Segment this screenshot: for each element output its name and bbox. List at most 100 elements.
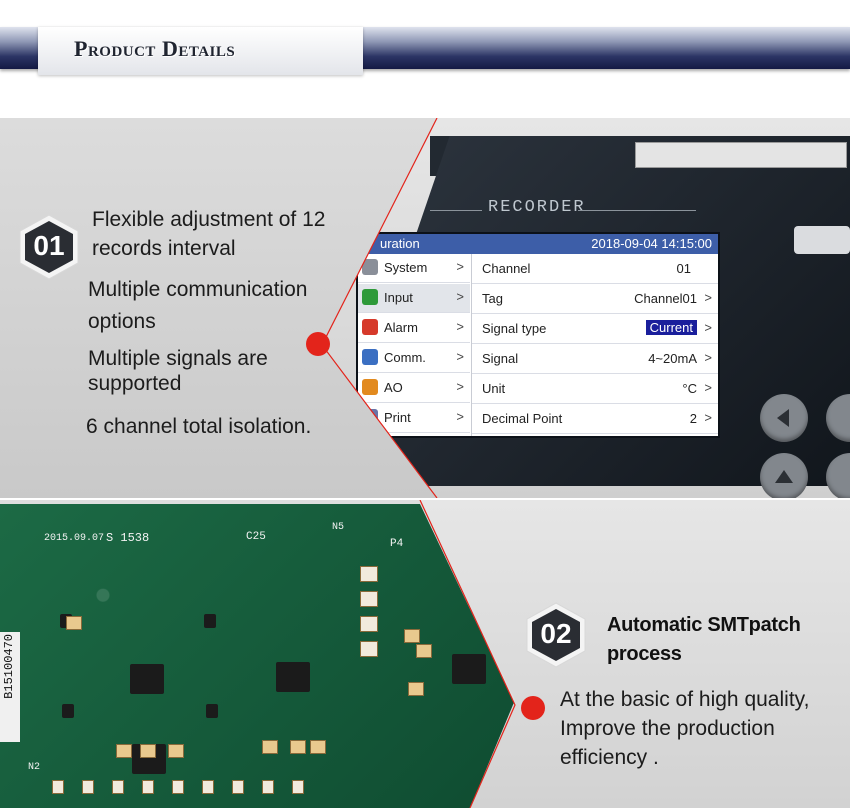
menu-item: Comm. >: [358, 344, 470, 373]
smt-heading-line-2: process: [607, 643, 682, 665]
pcb-component: [232, 780, 244, 794]
recorder-screen: uration 2018-09-04 14:15:00 System>Input…: [356, 232, 720, 438]
chevron-right-icon: >: [704, 380, 712, 395]
setting-key: Signal: [482, 351, 519, 366]
chevron-right-icon: >: [456, 409, 464, 424]
pcb-chip: [276, 662, 310, 692]
silk-s-mark: S 1538: [106, 531, 150, 545]
setting-row: Signal type Current >: [472, 314, 718, 344]
pcb-chip: [452, 654, 486, 684]
setting-key: Unit: [482, 381, 506, 396]
setting-value: °C: [682, 381, 697, 396]
red-dot-icon: [521, 696, 545, 720]
banner-title: Product Details: [74, 36, 236, 61]
setting-key: Decimal Point: [482, 411, 563, 426]
setting-value: Channel01: [634, 291, 697, 306]
print-icon: [362, 409, 378, 425]
banner-tab: Product Details: [38, 27, 363, 75]
menu-item: System >: [358, 254, 470, 283]
menu-item-label: Input: [384, 290, 413, 305]
pcb-component: [360, 641, 378, 657]
setting-key: Signal type: [482, 321, 547, 336]
feature-line-7: 6 channel total isolation.: [86, 415, 312, 438]
system-icon: [362, 259, 378, 275]
menu-item: Input >: [358, 284, 470, 313]
pcb-component: [52, 780, 64, 794]
chevron-right-icon: >: [456, 379, 464, 394]
chevron-right-icon: >: [456, 259, 464, 274]
ao-icon: [362, 379, 378, 395]
silk-n5: N5: [332, 522, 345, 533]
screen-title: uration: [380, 236, 420, 251]
pcb-component: [360, 591, 378, 607]
badge-01-number: 01: [33, 230, 65, 261]
pcb-component: [168, 744, 184, 758]
recorder-line-right: [578, 210, 696, 211]
smt-line-1: At the basic of high quality,: [560, 688, 810, 711]
silk-c25: C25: [246, 531, 266, 543]
pcb-component: [82, 780, 94, 794]
recorder-label: RECORDER: [488, 198, 586, 217]
pcb-component: [262, 780, 274, 794]
badge-02: 02: [523, 602, 589, 668]
chevron-right-icon: >: [456, 289, 464, 304]
menu-item: Alarm>: [358, 314, 470, 343]
menu-item-label: Print: [384, 410, 411, 425]
pcb-component: [360, 616, 378, 632]
pcb-chip: [204, 614, 216, 628]
input-icon: [362, 289, 378, 305]
setting-value: 2: [689, 411, 697, 426]
pcb-component: [172, 780, 184, 794]
pcb-component: [292, 780, 304, 794]
hexagon-badge-icon: [19, 214, 79, 280]
chevron-right-icon: >: [704, 410, 712, 425]
feature-line-6: supported: [88, 372, 182, 395]
silk-p4: P4: [390, 538, 404, 550]
pcb-chip: [206, 704, 218, 718]
chevron-right-icon: >: [456, 349, 464, 364]
pcb-component: [360, 566, 378, 582]
menu-item-label: Alarm: [384, 320, 418, 335]
chevron-right-icon: >: [704, 320, 712, 335]
feature-line-4: options: [88, 310, 156, 333]
key-up-arrow: [760, 453, 808, 498]
setting-value: Current: [645, 320, 697, 335]
pcb-component: [116, 744, 132, 758]
pcb-component: [416, 644, 432, 658]
section2-divider-line: [419, 500, 545, 808]
pcb-component: [66, 616, 82, 630]
menu-item-label: Comm.: [384, 350, 426, 365]
pcb-component: [140, 744, 156, 758]
pcb-component: [262, 740, 278, 754]
smt-heading-line-1: Automatic SMTpatch: [607, 614, 801, 636]
pcb-component: [202, 780, 214, 794]
menu-item-label: AO: [384, 380, 403, 395]
feature-line-1: Flexible adjustment of 12: [92, 208, 326, 231]
key-left-arrow: [760, 394, 808, 442]
setting-key: Tag: [482, 291, 503, 306]
screen-menu: System > Input > Alarm> Comm. > AO > Print >: [358, 254, 470, 436]
feature-section-smt: 2015.09.07 S 1538 C25 N5 P4 N2 B15100470: [0, 500, 850, 808]
chevron-right-icon: >: [704, 290, 712, 305]
feature-line-5: Multiple signals are: [88, 347, 268, 370]
device-key-rect: [794, 226, 850, 254]
silk-n2: N2: [28, 762, 41, 773]
pcb-component: [404, 629, 420, 643]
device-sticker: [635, 142, 847, 168]
menu-item-label: System: [384, 260, 428, 275]
pcb-board-image: 2015.09.07 S 1538 C25 N5 P4 N2 B15100470: [0, 504, 515, 808]
smt-line-2: Improve the production: [560, 717, 775, 740]
pcb-component: [408, 682, 424, 696]
globe-icon: [362, 349, 378, 365]
pcb-component: [112, 780, 124, 794]
arrow-up-icon: [775, 470, 793, 483]
pcb-serial-label: B15100470: [0, 632, 20, 742]
section-banner: Product Details: [0, 27, 850, 75]
setting-value: 01: [676, 261, 691, 276]
silk-date: 2015.09.07: [44, 533, 105, 544]
setting-value: 4~20mA: [648, 351, 697, 366]
feature-line-3: Multiple communication: [88, 278, 308, 301]
badge-02-number: 02: [540, 618, 572, 649]
